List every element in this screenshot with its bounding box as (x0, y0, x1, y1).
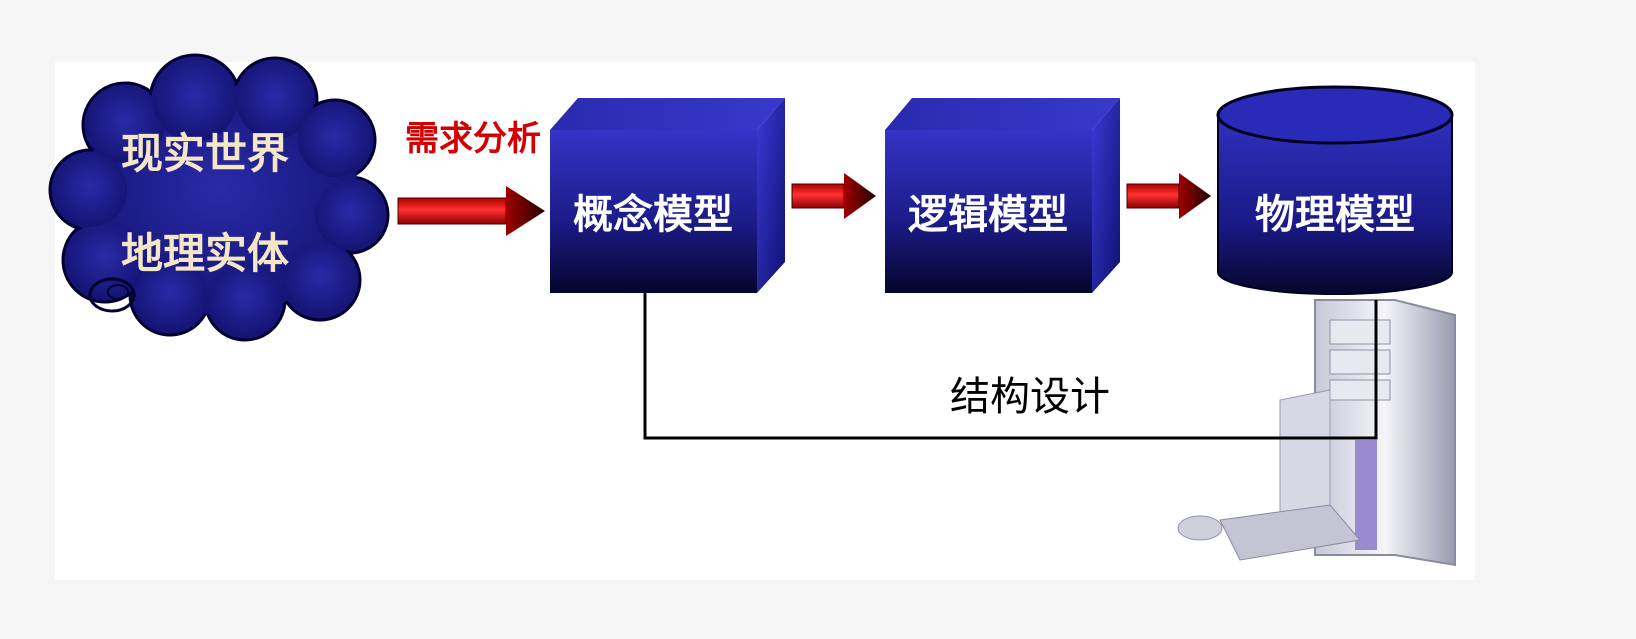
cloud-line2: 地理实体 (121, 229, 289, 278)
cloud-line1: 现实世界 (121, 129, 289, 178)
box-conceptual-label: 概念模型 (573, 192, 733, 238)
arrow-label-requirements: 需求分析 (405, 119, 541, 159)
cloud-shape (48, 53, 390, 342)
structure-design-label: 结构设计 (950, 374, 1110, 420)
cylinder-physical-label: 物理模型 (1255, 192, 1415, 238)
structure-design-connector (643, 293, 1378, 440)
box-logical-label: 逻辑模型 (908, 192, 1068, 238)
arrow-logical-to-physical (1126, 173, 1211, 219)
arrow-cloud-to-conceptual (397, 186, 545, 236)
box-logical (885, 98, 1120, 293)
cylinder-physical (1216, 85, 1454, 295)
arrow-conceptual-to-logical (791, 173, 876, 219)
box-conceptual (550, 98, 785, 293)
